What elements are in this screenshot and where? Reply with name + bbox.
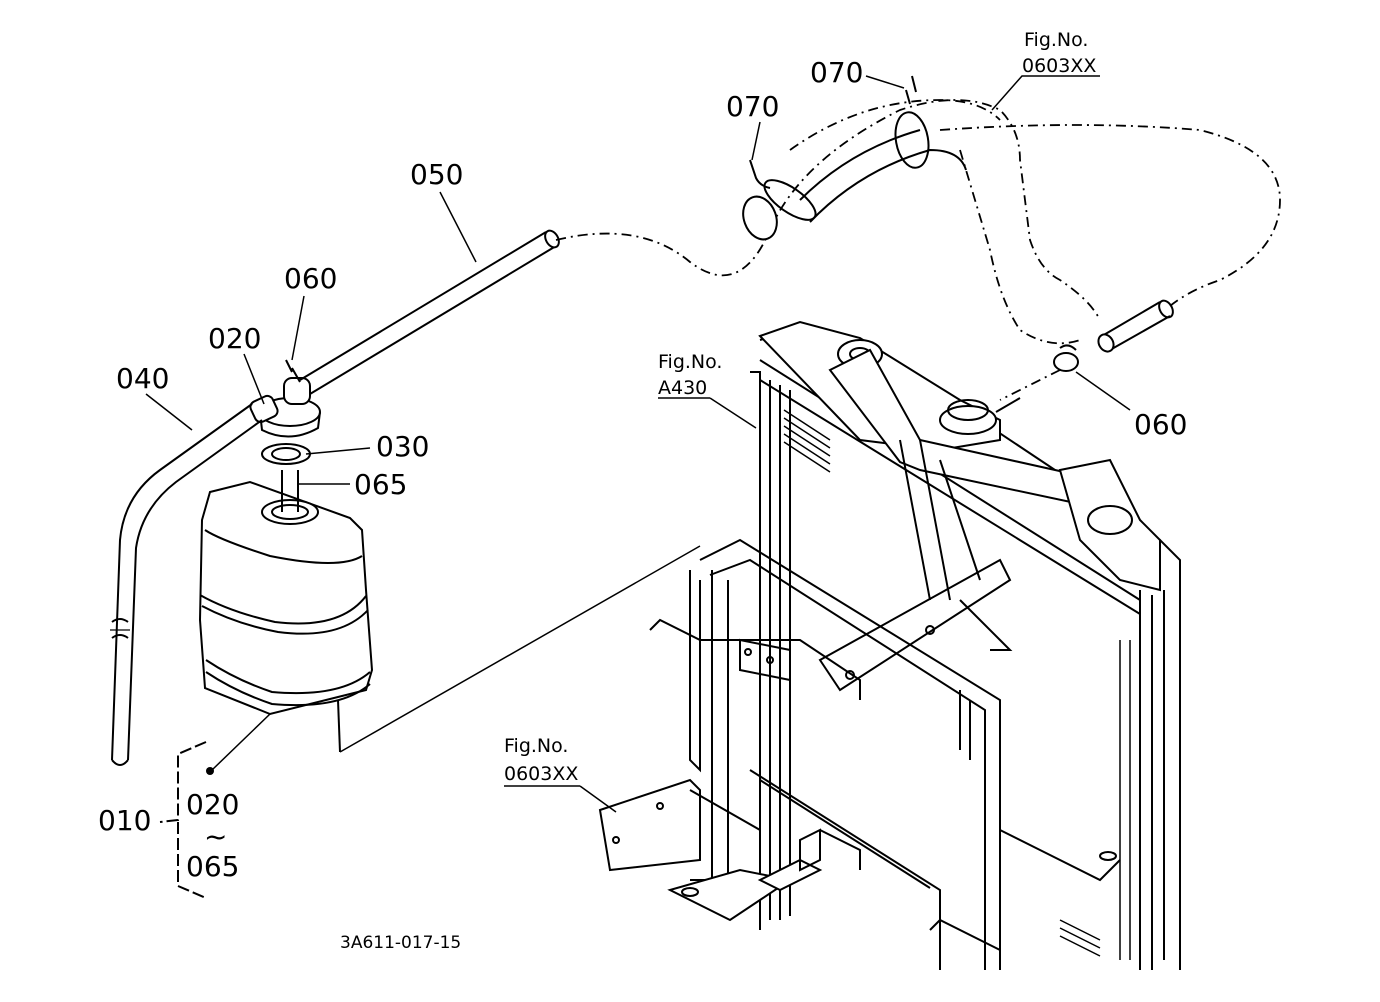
part-label-010: 010 [98,804,151,837]
hose-050 [299,229,771,395]
reserve-tank [198,470,374,753]
part-labels: 050 060 020 040 030 065 070 070 060 010 … [98,56,1187,883]
part-label-020: 020 [208,322,261,355]
hose-040 [110,403,263,766]
part-label-065: 065 [354,468,407,501]
return-line [939,124,1281,401]
part-label-070-mid: 070 [726,90,779,123]
part-label-060-left: 060 [284,262,337,295]
leader-lines [145,75,1131,813]
range-label-020: 020 [186,788,239,821]
fig-ref-top-value: 0603XX [1022,55,1096,77]
upper-hose [742,75,1101,345]
fig-ref-bot-label: Fig.No. [504,735,568,757]
group-bracket-010 [159,741,207,899]
tank-cap-assembly [249,359,321,465]
fig-ref-mid-value: A430 [658,377,707,399]
diagram-code: 3A611-017-15 [340,933,461,953]
part-label-040: 040 [116,362,169,395]
range-tilde: ~ [204,820,227,853]
part-label-070-top: 070 [810,56,863,89]
fig-ref-bot-value: 0603XX [504,763,578,785]
fig-ref-mid-label: Fig.No. [658,351,722,373]
range-label-065: 065 [186,850,239,883]
part-label-030: 030 [376,430,429,463]
radiator [339,320,1181,970]
leader-dot [206,767,214,775]
figure-references: Fig.No. 0603XX Fig.No. A430 Fig.No. 0603… [504,29,1096,785]
part-label-050: 050 [410,158,463,191]
part-label-060-right: 060 [1134,408,1187,441]
fig-ref-top-label: Fig.No. [1024,29,1088,51]
